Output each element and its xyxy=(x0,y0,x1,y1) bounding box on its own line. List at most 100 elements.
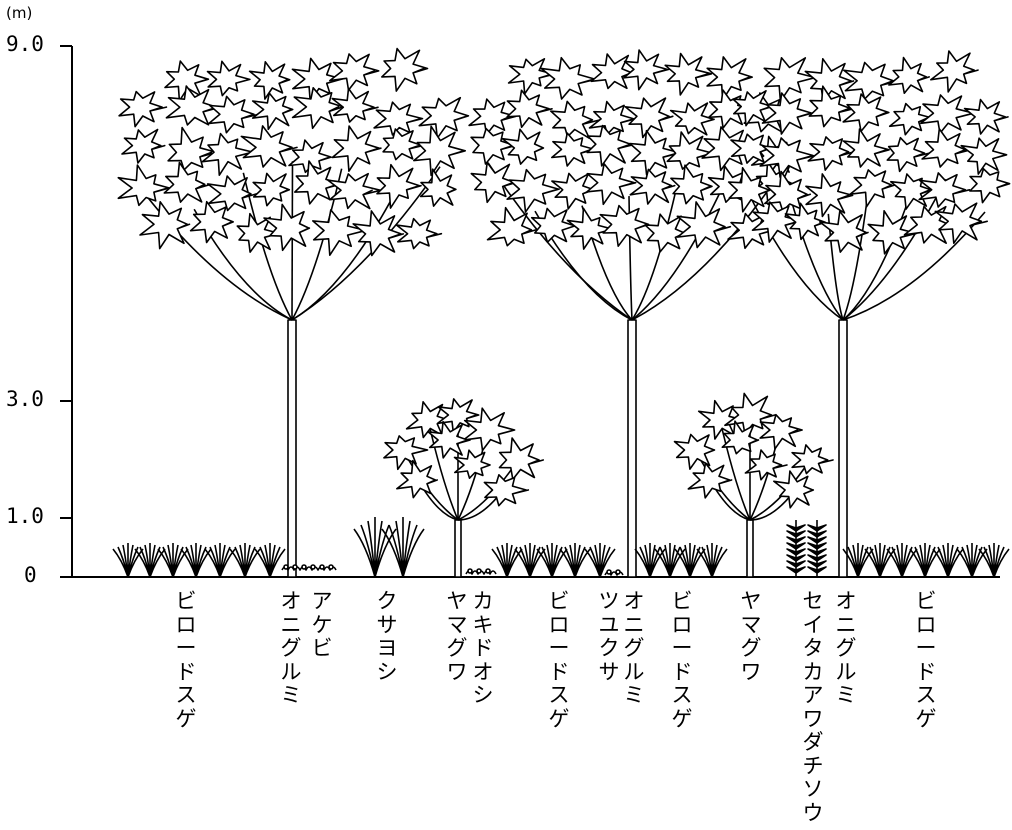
sedge-tuft xyxy=(696,543,728,578)
shrub-branch xyxy=(749,459,811,521)
tree-leaf-cluster xyxy=(163,161,212,203)
tree-leaf-cluster xyxy=(251,92,294,131)
species-label: オニグルミ xyxy=(623,589,645,707)
tree-leaf-cluster xyxy=(506,168,560,213)
creeper-leaf xyxy=(485,568,491,574)
tree-leaf-cluster xyxy=(164,60,210,102)
tree-leaf-cluster xyxy=(566,207,615,250)
tree-leaf-cluster xyxy=(419,168,457,207)
sedge-tuft xyxy=(864,543,896,578)
goldenrod-leaves xyxy=(786,524,806,574)
tree-leaf-cluster xyxy=(418,96,470,139)
goldenrod-leaves xyxy=(807,524,827,574)
tree-branch xyxy=(631,185,724,321)
shrub-leaf-cluster xyxy=(744,449,788,481)
sedge-tuft xyxy=(157,543,189,578)
tree-leaf-cluster xyxy=(312,209,367,256)
shrub-leaf-cluster xyxy=(436,398,480,434)
tree-leaf-cluster xyxy=(206,175,258,212)
ground-creeper xyxy=(281,566,337,571)
tree-leaf-cluster xyxy=(240,125,298,168)
tree-leaf-cluster xyxy=(764,170,812,212)
tree-trunk xyxy=(627,319,637,578)
tree-leaf-cluster xyxy=(530,207,576,243)
tree-leaf-cluster xyxy=(761,92,814,135)
tree-branch xyxy=(842,178,947,321)
species-label: ビロードスゲ xyxy=(671,589,693,731)
shrub-leaf-cluster xyxy=(687,462,733,499)
creeper-leaf xyxy=(301,564,307,570)
tree-leaf-cluster xyxy=(759,137,817,178)
species-label: オニグルミ xyxy=(835,589,857,707)
tree-leaf-cluster xyxy=(599,204,650,247)
tree-leaf-cluster xyxy=(586,163,637,206)
axis-unit-label: (m) xyxy=(6,4,33,22)
tree-leaf-cluster xyxy=(934,202,988,244)
tree-leaf-cluster xyxy=(248,61,291,100)
tree-leaf-cluster xyxy=(918,172,971,208)
tree-leaf-cluster xyxy=(208,95,260,134)
sedge-tuft xyxy=(254,543,286,578)
tree-leaf-cluster xyxy=(921,128,972,168)
tree-leaf-cluster xyxy=(588,100,637,136)
sedge-tuft xyxy=(634,543,666,578)
tree-leaf-cluster xyxy=(551,132,596,167)
tree-leaf-cluster xyxy=(804,58,855,103)
shrub-leaf-cluster xyxy=(773,470,815,509)
creeper-leaf xyxy=(283,564,289,570)
tree-leaf-cluster xyxy=(352,210,405,257)
sedge-tuft xyxy=(584,543,616,578)
tree-leaf-cluster xyxy=(327,172,382,210)
shrub-leaf-cluster xyxy=(721,420,760,455)
tick-label-3: 3.0 xyxy=(6,387,44,411)
creeper-leaf xyxy=(319,564,325,570)
tree-branch xyxy=(291,161,294,321)
tree-leaf-cluster xyxy=(888,56,930,94)
tree-branch xyxy=(487,162,633,321)
tree-leaf-cluster xyxy=(843,61,900,100)
tree-leaf-cluster xyxy=(842,93,890,133)
tree-leaf-cluster xyxy=(890,173,933,210)
tree-leaf-cluster xyxy=(818,210,869,253)
creeper-leaf xyxy=(476,568,482,574)
tree-leaf-cluster xyxy=(805,173,854,218)
shrub-leaf-cluster xyxy=(453,449,491,479)
species-label: ツユクサ xyxy=(598,589,620,684)
creeper-leaf xyxy=(292,564,298,570)
tree-leaf-cluster xyxy=(373,101,424,136)
tree-leaf-cluster xyxy=(886,136,931,173)
tree-leaf-cluster xyxy=(117,164,171,207)
sedge-tuft xyxy=(559,543,591,578)
creeper-leaf xyxy=(467,568,473,574)
species-label: ビロードスゲ xyxy=(175,589,197,731)
tree-branch xyxy=(842,196,869,321)
tree-leaf-cluster xyxy=(486,206,537,247)
tree-leaf-cluster xyxy=(849,169,896,208)
species-label: セイタカアワダチソウ xyxy=(802,589,824,825)
sedge-tuft xyxy=(674,543,706,578)
shrub-leaf-cluster xyxy=(405,401,450,439)
tree-branch xyxy=(631,189,677,321)
tree-leaf-cluster xyxy=(867,210,918,255)
tree-leaf-cluster xyxy=(206,60,251,97)
tree-leaf-cluster xyxy=(888,102,934,136)
tree-leaf-cluster xyxy=(236,212,281,253)
sedge-tuft xyxy=(978,542,1010,578)
tree-leaf-cluster xyxy=(969,168,1011,204)
tree-leaf-cluster xyxy=(540,56,598,100)
tree-leaf-cluster xyxy=(470,127,518,165)
tree-leaf-cluster xyxy=(413,125,466,177)
tree-leaf-cluster xyxy=(470,161,518,204)
species-label: クサヨシ xyxy=(376,589,398,684)
species-label: ビロードスゲ xyxy=(915,589,937,731)
species-label: ヤマグワ xyxy=(446,589,468,684)
tree-leaf-cluster xyxy=(623,49,670,91)
tree-leaf-cluster xyxy=(201,132,254,176)
tick-label-0: 0 xyxy=(24,563,37,587)
tree-leaf-cluster xyxy=(629,129,681,176)
tree-leaf-cluster xyxy=(331,87,379,123)
tree-branch xyxy=(291,166,441,321)
creeper-leaf xyxy=(615,569,621,575)
tree-leaf-cluster xyxy=(395,217,443,250)
tree-leaf-cluster xyxy=(664,52,713,96)
